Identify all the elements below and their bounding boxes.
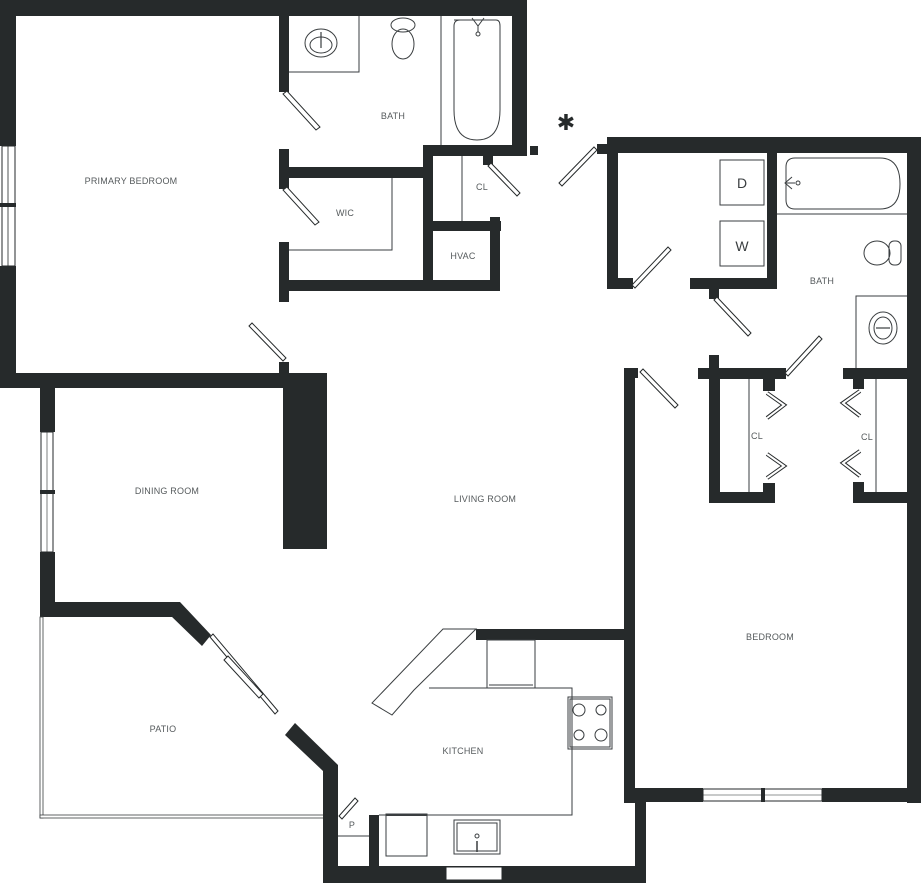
label-kitchen: KITCHEN	[443, 746, 484, 756]
bifold-doors-left-closet	[765, 391, 788, 480]
primary-bath-fixtures	[289, 16, 501, 145]
door-entry	[558, 146, 598, 187]
primary-suite-walls	[0, 0, 527, 388]
door-hall-closet	[487, 162, 521, 197]
dishwasher	[385, 813, 428, 857]
label-wic: WIC	[336, 208, 354, 218]
patio-rail	[39, 616, 326, 819]
stove-icon	[567, 696, 613, 750]
door-primary-bedroom	[248, 322, 287, 362]
label-pantry: P	[349, 820, 355, 830]
window-dining	[40, 431, 55, 553]
bifold-doors-right-closet	[839, 389, 862, 478]
label-patio: PATIO	[150, 724, 177, 734]
label-closet-right: CL	[861, 432, 873, 442]
label-living-room: LIVING ROOM	[454, 494, 516, 504]
second-bath-walls	[530, 137, 921, 803]
kitchen-window	[445, 866, 503, 881]
bedroom-walls	[624, 355, 921, 883]
window-primary-bedroom	[0, 145, 16, 267]
kitchen-sink-icon	[453, 819, 501, 855]
bathtub-icon	[785, 157, 901, 210]
label-primary-bedroom: PRIMARY BEDROOM	[85, 176, 178, 186]
washer-label: W	[735, 238, 749, 254]
toilet-icon	[863, 240, 902, 266]
label-hvac: HVAC	[450, 251, 475, 261]
window-bedroom	[702, 788, 823, 802]
sink-icon	[868, 311, 898, 345]
door-bedroom	[639, 368, 679, 409]
sliding-door-patio	[209, 633, 279, 715]
kitchen-walls	[323, 629, 646, 883]
door-laundry	[631, 246, 672, 289]
label-hall-closet: CL	[476, 182, 488, 192]
label-primary-bath: BATH	[381, 111, 405, 121]
toilet-icon	[390, 17, 416, 60]
refrigerator	[486, 639, 536, 689]
second-bath-fixtures	[777, 157, 907, 368]
bathtub-icon	[453, 19, 501, 141]
door-second-bath-hall	[784, 335, 823, 377]
dining-walls	[40, 373, 338, 790]
dryer-box	[719, 159, 765, 206]
washer-box	[719, 220, 765, 267]
room-labels: PRIMARY BEDROOM BATH WIC CL HVAC DINING …	[85, 111, 873, 830]
sink-icon	[304, 28, 338, 58]
door-second-bath	[713, 296, 752, 337]
entry-marker-icon: ✱	[557, 111, 575, 136]
label-dining-room: DINING ROOM	[135, 486, 199, 496]
label-bedroom: BEDROOM	[746, 632, 794, 642]
laundry-appliances: D W	[719, 159, 765, 267]
dryer-label: D	[737, 175, 747, 191]
label-second-bath: BATH	[810, 276, 834, 286]
kitchen-fixtures	[338, 628, 613, 857]
door-primary-bath	[282, 90, 321, 131]
label-closet-left: CL	[751, 431, 763, 441]
door-wic	[282, 186, 320, 226]
